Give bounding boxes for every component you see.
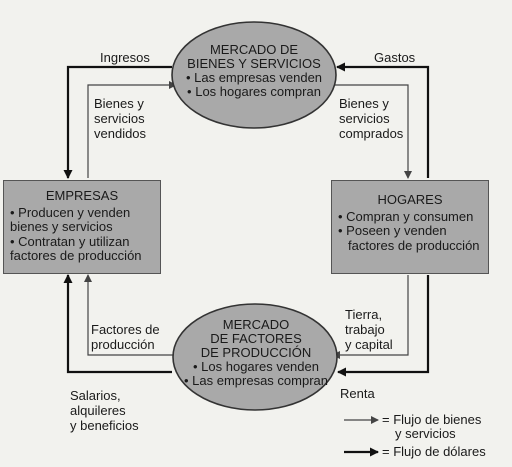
goods-flow-loop — [84, 81, 412, 359]
firms-bullet-1-line-1: • Producen y venden — [10, 204, 131, 220]
legend-goods-line-2: y servicios — [395, 426, 456, 441]
market-goods-bullet-2: • Los hogares compran — [187, 84, 321, 99]
market-factors-title-1: MERCADO — [222, 317, 290, 332]
label-salarios-2: alquileres — [70, 403, 126, 418]
legend-money-text: = Flujo de dólares — [382, 444, 486, 459]
label-salarios: Salarios, alquileres y beneficios — [70, 388, 139, 433]
label-tierra-3: y capital — [345, 337, 393, 352]
firms-bullet-2-line-2: factores de producción — [10, 248, 142, 263]
market-factors-title-2: DE FACTORES — [210, 331, 302, 346]
firms-bullet-1-line-2: bienes y servicios — [10, 219, 113, 234]
market-factors-bullet-1: • Los hogares venden — [193, 359, 319, 374]
label-bienes-comprados-2: servicios — [339, 111, 390, 126]
label-factores: Factores de producción — [91, 322, 160, 352]
money-flow-loop — [63, 62, 430, 377]
legend-goods-text: = Flujo de bienes y servicios — [382, 413, 481, 441]
label-tierra-2: trabajo — [345, 322, 385, 337]
label-bienes-comprados-1: Bienes y — [339, 96, 389, 111]
market-factors-title-3: DE PRODUCCIÓN — [200, 345, 312, 360]
bienes-vendidos-arrow — [87, 81, 177, 178]
label-bienes-vendidos-1: Bienes y — [94, 96, 144, 111]
label-tierra-1: Tierra, — [345, 307, 383, 322]
households-bullet-2-line-1: • Poseen y venden — [338, 223, 447, 238]
label-bienes-vendidos-3: vendidos — [94, 126, 147, 141]
label-gastos: Gastos — [374, 50, 416, 65]
label-bienes-comprados: Bienes y servicios comprados — [339, 96, 403, 141]
firms-box: EMPRESAS • Producen y venden bienes y se… — [3, 180, 161, 274]
market-goods-text: MERCADO DE BIENES Y SERVICIOS • Las empr… — [178, 43, 330, 99]
households-title: HOGARES — [377, 192, 443, 207]
bienes-comprados-arrow — [333, 84, 412, 179]
factores-arrow — [84, 274, 176, 356]
firms-bullet-2-line-1: • Contratan y utilizan — [10, 233, 130, 249]
market-factors-text: MERCADO DE FACTORES DE PRODUCCIÓN • Los … — [178, 318, 334, 388]
salarios-arrow — [63, 274, 172, 374]
label-bienes-comprados-3: comprados — [339, 126, 404, 141]
market-goods-title-1: MERCADO DE — [209, 42, 299, 57]
label-factores-1: Factores de — [91, 322, 160, 337]
households-box: HOGARES • Compran y consumen • Poseen y … — [331, 180, 489, 274]
label-ingresos: Ingresos — [100, 50, 150, 65]
label-salarios-3: y beneficios — [70, 418, 139, 433]
label-tierra: Tierra, trabajo y capital — [345, 307, 393, 352]
market-goods-title-2: BIENES Y SERVICIOS — [187, 56, 321, 71]
label-renta: Renta — [340, 386, 375, 401]
label-bienes-vendidos-2: servicios — [94, 111, 145, 126]
market-goods-ellipse — [171, 21, 337, 129]
market-factors-ellipse — [172, 303, 338, 411]
legend-goods-line-1: = Flujo de bienes — [382, 412, 482, 427]
market-factors-bullet-2: • Las empresas compran — [183, 373, 328, 388]
tierra-arrow — [332, 275, 409, 359]
label-salarios-1: Salarios, — [70, 388, 121, 403]
label-bienes-vendidos: Bienes y servicios vendidos — [94, 96, 146, 141]
households-bullet-2-line-2: factores de producción — [348, 237, 480, 253]
renta-arrow — [337, 275, 430, 377]
firms-title: EMPRESAS — [45, 188, 119, 203]
households-bullet-1: • Compran y consumen — [338, 208, 474, 224]
label-factores-2: producción — [91, 337, 155, 352]
gastos-arrow — [336, 62, 430, 178]
market-goods-bullet-1: • Las empresas venden — [185, 70, 323, 85]
ingresos-arrow — [63, 65, 172, 179]
